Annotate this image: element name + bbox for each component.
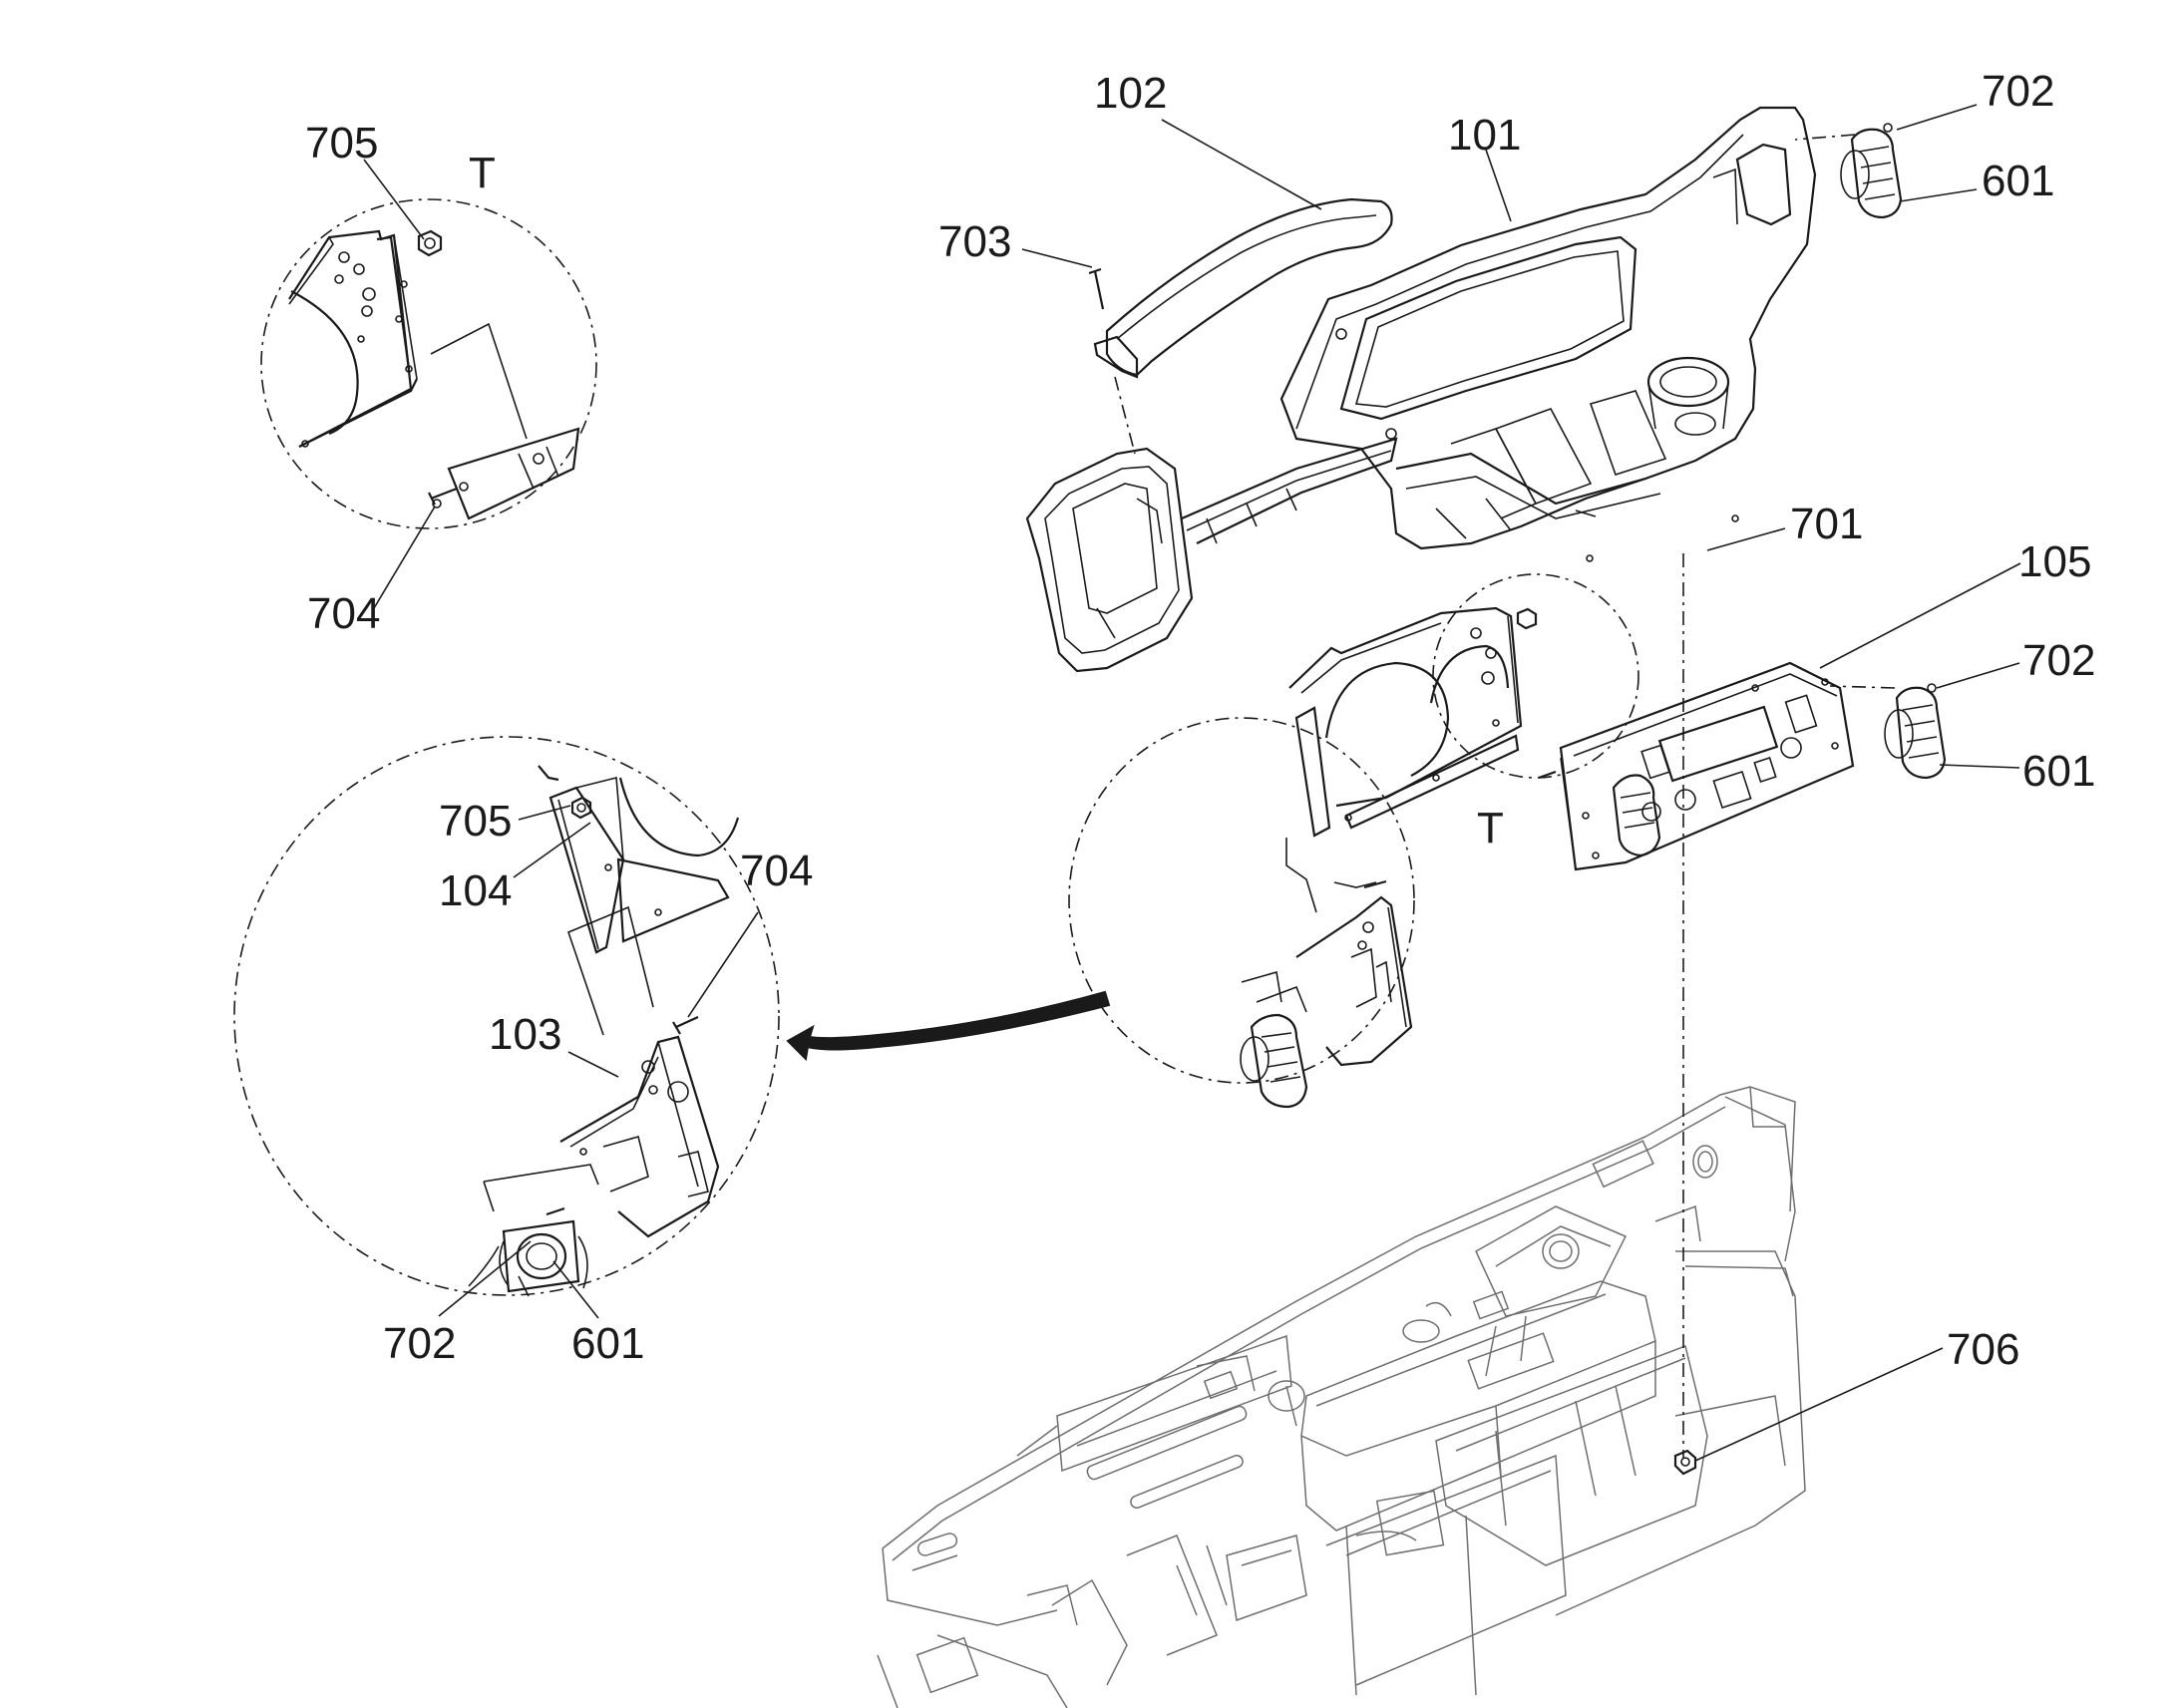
dashboard-housing-101 [1025,106,1817,673]
nut-705-large [570,796,592,820]
label-702-right: 702 [2022,636,2095,685]
control-panel-105 [1559,661,1855,871]
label-704-large: 704 [740,847,813,895]
switch-module-601 [1240,1013,1308,1109]
label-105: 105 [2018,537,2091,586]
switch-module-601-large [468,1219,588,1297]
mounting-bracket-assembly [1068,573,1639,1109]
label-t-circle: T [1477,804,1504,853]
detail-view-large [233,736,1111,1297]
label-705-large: 705 [439,797,512,846]
cup-holder [1646,356,1730,436]
nut-705 [417,229,443,257]
switch-module-601-top [1840,123,1903,219]
label-705-detail: 705 [305,119,378,168]
label-104: 104 [439,866,512,915]
leader-lines [363,104,2021,1462]
label-t-detail: T [469,149,496,197]
instrument-pod [1025,447,1194,673]
vehicle-frame [877,1086,1806,1708]
detail-view-t [260,198,597,529]
label-702-large: 702 [383,1319,456,1368]
label-703: 703 [938,217,1011,266]
label-101: 101 [1448,111,1521,160]
switch-module-601-right [1884,683,1947,780]
screw-704 [428,487,458,509]
label-103: 103 [489,1010,561,1059]
label-601-right: 601 [2022,747,2095,796]
trim-part-102 [1088,197,1393,379]
label-701: 701 [1790,500,1863,548]
magnify-arrow [786,990,1111,1062]
bolt-706 [1673,1449,1697,1476]
label-601-top: 601 [1982,157,2054,205]
assembly-center-lines [1114,134,1896,1458]
reference-labels: 102 101 702 601 703 701 105 702 601 T T … [305,67,2095,1374]
label-702-top: 702 [1982,67,2054,116]
label-704-detail: 704 [307,589,380,638]
screw-703 [1088,267,1105,310]
screw-704-large [672,1015,699,1035]
label-601-large: 601 [571,1319,644,1368]
label-102: 102 [1094,69,1167,118]
label-706: 706 [1947,1325,2019,1374]
